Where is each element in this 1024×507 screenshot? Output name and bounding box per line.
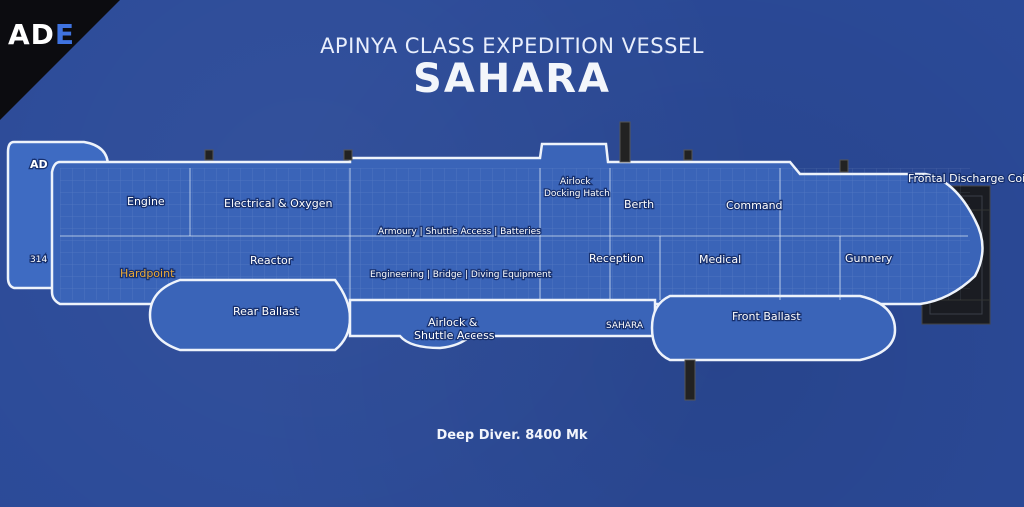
rear-ballast-tank [148, 278, 352, 352]
label-medical: Medical [699, 253, 741, 266]
label-electrical-oxygen: Electrical & Oxygen [224, 197, 333, 210]
central-lower-module [348, 298, 657, 350]
label-airlock-shuttle-line1: Airlock & [428, 316, 478, 329]
vessel-name-title: SAHARA [413, 56, 611, 102]
label-airlock-docking-line2: Docking Hatch [544, 189, 610, 199]
label-reactor: Reactor [250, 254, 293, 267]
label-gunnery: Gunnery [845, 252, 893, 265]
stern-logo-marking: AD [30, 158, 48, 171]
label-reception: Reception [589, 252, 644, 265]
vessel-class-subtitle: APINYA CLASS EXPEDITION VESSEL [320, 34, 704, 58]
label-engineering: Engineering | Bridge | Diving Equipment [370, 270, 552, 280]
hull-name-marking: SAHARA [606, 321, 644, 331]
label-airlock-docking-line1: Airlock [560, 177, 591, 187]
label-armoury: Armoury | Shuttle Access | Batteries [378, 227, 541, 237]
stern-number-marking: 314 [30, 255, 47, 265]
top-fittings [204, 121, 849, 401]
label-frontal-discharge-coil: Frontal Discharge Coil [908, 172, 1024, 185]
hull-grid [60, 168, 970, 300]
label-rear-ballast: Rear Ballast [233, 305, 300, 318]
deck-lines [60, 168, 968, 300]
label-hardpoint: Hardpoint [120, 267, 175, 280]
ade-logo: ADE [8, 18, 76, 51]
footer-caption: Deep Diver. 8400 Mk [436, 428, 588, 443]
label-berth: Berth [624, 198, 654, 211]
label-front-ballast: Front Ballast [732, 310, 801, 323]
label-engine: Engine [127, 195, 165, 208]
front-ballast-tank [650, 294, 897, 362]
logo-corner [0, 0, 120, 120]
label-airlock-shuttle-line2: Shuttle Access [414, 329, 495, 342]
label-command: Command [726, 199, 783, 212]
